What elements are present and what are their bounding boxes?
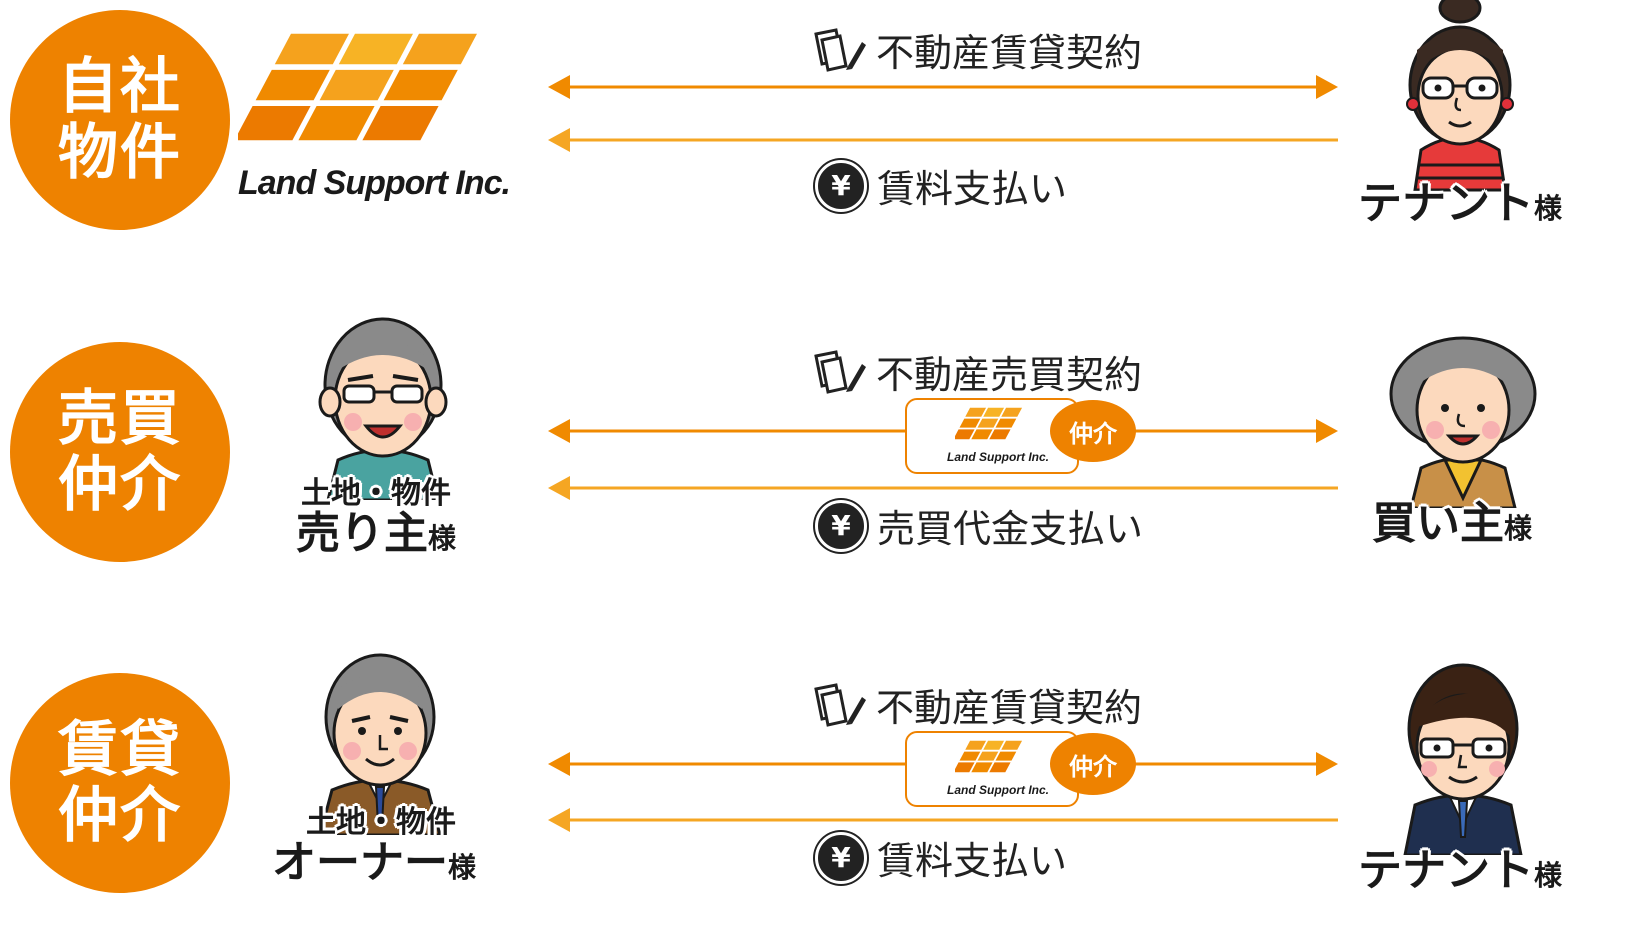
seller-sub: 土地・物件 xyxy=(301,476,451,511)
yen-coin-icon: ¥ xyxy=(815,159,867,212)
document-pen-icon xyxy=(814,27,866,72)
yen-coin-icon: ¥ xyxy=(815,831,867,884)
payment-text: 売買代金支払い xyxy=(877,507,1144,551)
contract-label: 不動産賃貸契約 xyxy=(810,22,1142,77)
broker-bubble: 仲介 xyxy=(1050,733,1136,795)
document-pen-icon xyxy=(814,349,866,394)
payment-arrow xyxy=(548,476,1338,500)
tenant-name: テナント xyxy=(1358,845,1534,896)
category-label: 売買 仲介 xyxy=(58,384,182,520)
tenant-name: テナント xyxy=(1358,178,1534,229)
document-pen-icon xyxy=(814,682,866,727)
category-label: 賃貸 仲介 xyxy=(58,715,182,851)
broker-logo-text: Land Support Inc. xyxy=(947,783,1049,797)
owner-man-avatar xyxy=(318,653,442,835)
logo-text: Land Support Inc. xyxy=(238,164,511,202)
seller-man-avatar xyxy=(318,317,448,500)
broker-logo-text: Land Support Inc. xyxy=(947,450,1049,464)
tenant-woman-avatar xyxy=(1406,0,1514,192)
honorific: 様 xyxy=(428,522,457,555)
broker-bubble: 仲介 xyxy=(1050,400,1136,462)
logo-tiles-icon xyxy=(955,407,1023,440)
contract-text: 不動産売買契約 xyxy=(876,353,1143,397)
tenant-man-avatar xyxy=(1403,663,1523,855)
tenant-label: テナント様 xyxy=(1358,180,1562,228)
payment-arrow xyxy=(548,128,1338,152)
category-label: 自社 物件 xyxy=(58,52,182,188)
seller-label: 土地・物件 売り主様 xyxy=(296,478,456,558)
seller-name: 売り主 xyxy=(296,508,428,559)
logo-tiles-icon xyxy=(955,740,1023,773)
owner-label: 土地・物件 オーナー様 xyxy=(272,807,476,887)
contract-label: 不動産賃貸契約 xyxy=(810,677,1142,732)
contract-arrow xyxy=(548,75,1338,99)
category-circle: 売買 仲介 xyxy=(10,342,230,562)
owner-name: オーナー xyxy=(272,837,448,888)
honorific: 様 xyxy=(1534,192,1563,225)
payment-arrow xyxy=(548,808,1338,832)
owner-sub: 土地・物件 xyxy=(306,805,456,840)
tenant-label: テナント様 xyxy=(1358,847,1562,895)
category-circle: 自社 物件 xyxy=(10,10,230,230)
category-circle: 賃貸 仲介 xyxy=(10,673,230,893)
contract-text: 不動産賃貸契約 xyxy=(876,686,1143,730)
row-own-property: 自社 物件 Land Support Inc. 不動産賃貸契約 xyxy=(0,0,1650,260)
yen-coin-icon: ¥ xyxy=(815,499,867,552)
contract-label: 不動産売買契約 xyxy=(810,344,1142,399)
payment-label: ¥ 賃料支払い xyxy=(815,158,1067,213)
honorific: 様 xyxy=(1534,859,1563,892)
logo-tiles-icon xyxy=(234,33,477,141)
buyer-name: 買い主 xyxy=(1372,498,1504,549)
honorific: 様 xyxy=(448,851,477,884)
honorific: 様 xyxy=(1504,512,1533,545)
contract-text: 不動産賃貸契約 xyxy=(876,31,1143,75)
payment-text: 賃料支払い xyxy=(877,167,1068,211)
buyer-label: 買い主様 xyxy=(1372,500,1532,548)
payment-label: ¥ 売買代金支払い xyxy=(815,498,1143,553)
payment-text: 賃料支払い xyxy=(877,839,1068,883)
company-logo: Land Support Inc. xyxy=(234,28,511,203)
row-lease-brokerage: 賃貸 仲介 土地・物件 オーナー様 不動産賃貸契約 xyxy=(0,653,1650,925)
payment-label: ¥ 賃料支払い xyxy=(815,830,1067,885)
buyer-woman-avatar xyxy=(1389,336,1537,508)
row-sales-brokerage: 売買 仲介 土地・物件 売り主様 不動産売買契約 xyxy=(0,317,1650,590)
